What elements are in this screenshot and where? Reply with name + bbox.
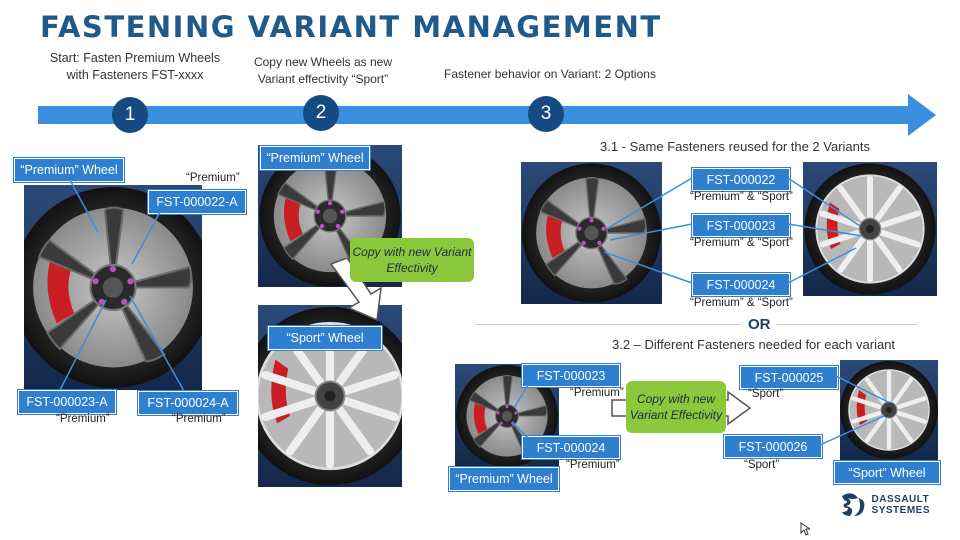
sport-wheel-label-2: “Sport” Wheel (268, 326, 382, 350)
caption-step-1: Start: Fasten Premium Wheels with Fasten… (49, 51, 221, 82)
fst-000024-note: “Premium” & “Sport” (690, 297, 793, 309)
fst-c-note: “Premium” (172, 413, 226, 425)
or-divider (476, 324, 918, 325)
fastener-label-fst-000024-a: FST-000024-A (138, 391, 238, 415)
option-3-2-heading: 3.2 – Different Fasteners needed for eac… (612, 337, 896, 352)
logo-line-1: DASSAULT (871, 494, 930, 505)
copy-variant-box-2: Copy with new Variant Effectivity (626, 381, 726, 433)
step-3-badge: 3 (528, 96, 564, 132)
3ds-logo-icon (841, 493, 864, 516)
premium-wheel-label-4: “Premium” Wheel (449, 467, 559, 491)
fst-b-note: “Premium” (56, 413, 110, 425)
fst-000026-note: “Sport” (744, 459, 780, 471)
caption-step-3: Fastener behavior on Variant: 2 Options (444, 67, 656, 81)
fst-a-note: “Premium” (186, 172, 240, 184)
fst-000023-note: “Premium” & “Sport” (690, 237, 793, 249)
sport-wheel-label-4: “Sport” Wheel (834, 461, 940, 484)
or-label: OR (742, 316, 777, 333)
page-title: FASTENING VARIANT MANAGEMENT (40, 10, 662, 44)
fastener-label-fst-000023: FST-000023 (692, 214, 790, 237)
step-2-badge: 2 (303, 95, 339, 131)
copy-variant-box-1: Copy with new Variant Effectivity (350, 238, 474, 282)
logo-line-2: SYSTEMES (871, 505, 930, 516)
timeline-arrow (38, 94, 936, 136)
fastener-label-fst-000022: FST-000022 (692, 168, 790, 191)
fastener-label-fst-000022-a: FST-000022-A (148, 190, 246, 214)
fst-000022-note: “Premium” & “Sport” (690, 191, 793, 203)
mouse-cursor-icon (800, 522, 810, 536)
fastener-label-fst-000024: FST-000024 (692, 273, 790, 296)
fastener-label-fst-000024-v2: FST-000024 (522, 436, 620, 459)
fastener-label-fst-000026: FST-000026 (724, 435, 822, 458)
premium-wheel-label-1: “Premium” Wheel (14, 158, 124, 182)
dassault-logo: DASSAULT SYSTEMES (840, 492, 930, 518)
fastener-label-fst-000025: FST-000025 (740, 366, 838, 389)
fastener-label-fst-000023-v2: FST-000023 (522, 364, 620, 387)
fastener-label-fst-000023-a: FST-000023-A (18, 390, 116, 414)
premium-wheel-label-2: “Premium” Wheel (260, 146, 370, 170)
fst-000023-v2-note: “Premium” (570, 387, 624, 399)
step-1-badge: 1 (112, 97, 148, 133)
caption-step-2: Copy new Wheels as new Variant effectivi… (253, 55, 393, 86)
fst-000025-note: “Sport” (748, 388, 784, 400)
fst-000024-v2-note: “Premium” (566, 459, 620, 471)
option-3-1-heading: 3.1 - Same Fasteners reused for the 2 Va… (600, 139, 871, 154)
